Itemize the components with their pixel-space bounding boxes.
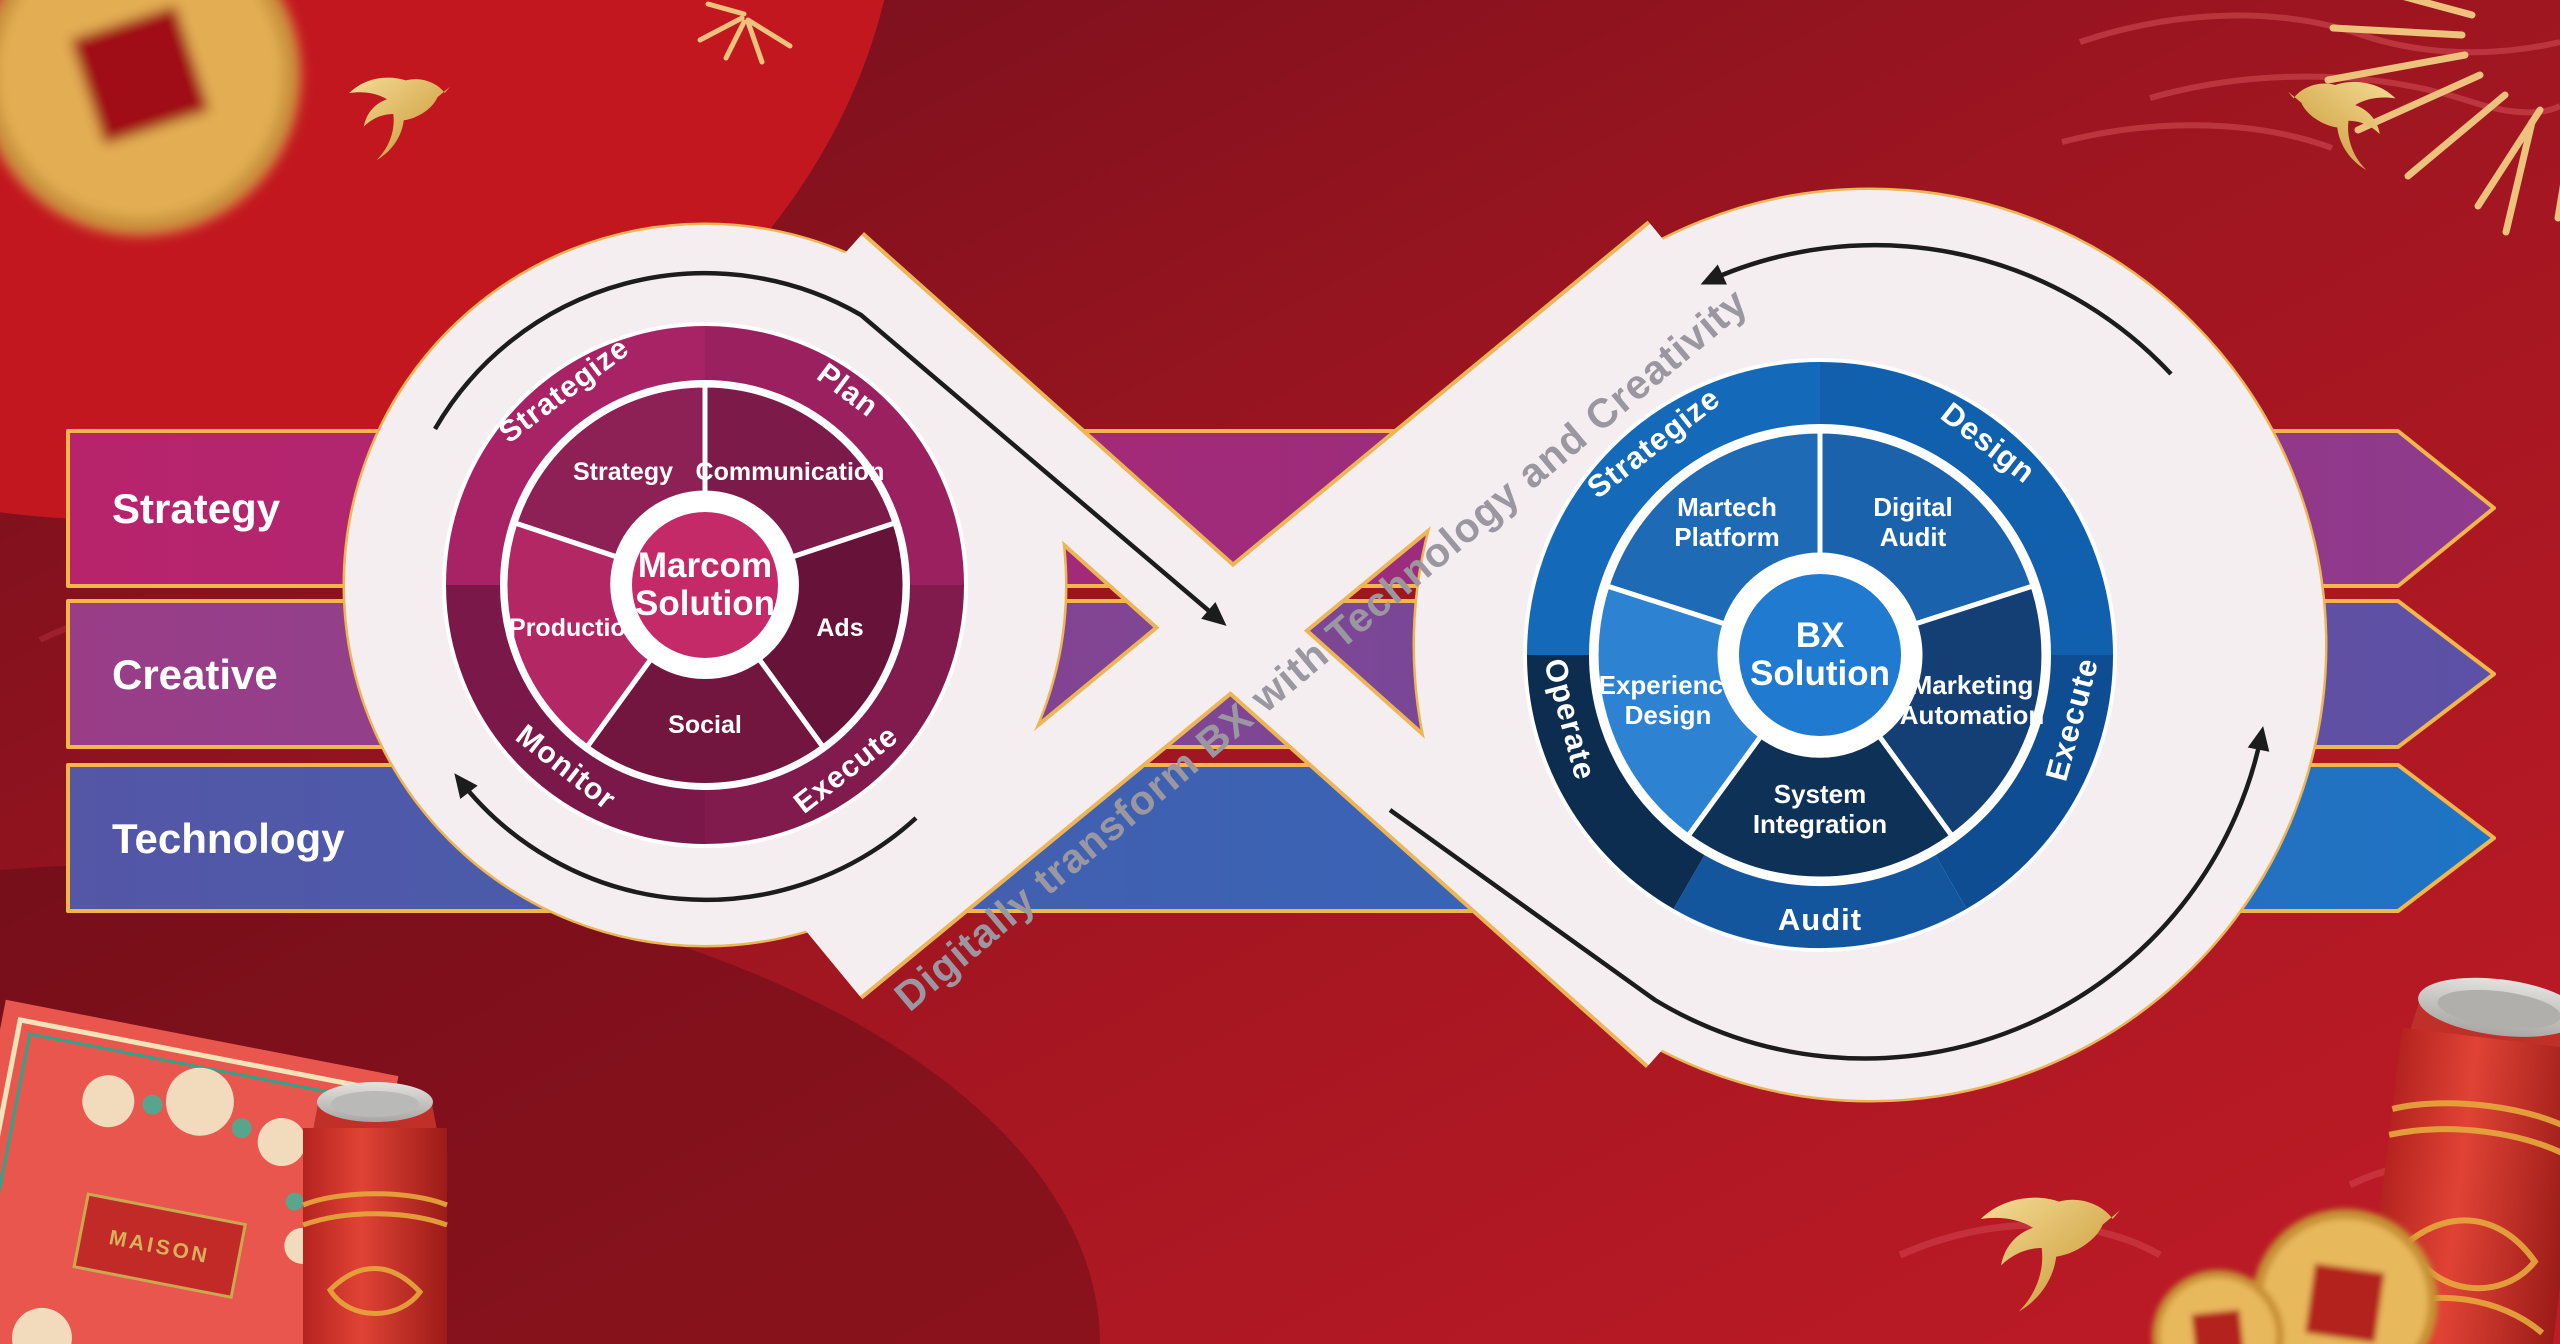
- marcom-segment-production: [502, 519, 655, 751]
- firework-burst-icon: [2324, 0, 2560, 236]
- flow-arrow-cross-down: [433, 271, 1227, 626]
- band-creative-label: Creative: [112, 651, 278, 698]
- bx-wheel: BX Solution Strategize Design Operate Ex…: [1523, 358, 2117, 952]
- bx-center-line2: Solution: [1750, 654, 1890, 693]
- marcom-outer-ring: [446, 326, 964, 844]
- marcom-segment-strategy: [511, 382, 708, 561]
- small-firework-icon: [697, 1, 793, 65]
- can-left-gold-pattern: [302, 1191, 448, 1316]
- flow-arrow-left-bottom: [454, 773, 918, 903]
- marcom-center-line2: Solution: [635, 584, 775, 623]
- flow-arrows: [433, 242, 2270, 1061]
- marcom-segment-social: [583, 655, 827, 789]
- red-can-right: [2362, 977, 2560, 1344]
- bx-segments: [1593, 428, 2047, 882]
- gift-box-plaque: [72, 1192, 248, 1300]
- bx-center-line1: BX: [1796, 616, 1845, 655]
- bx-segment-marketing-automation: [1875, 582, 2047, 840]
- marcom-label-strategy: Strategy: [573, 458, 673, 486]
- cloud-swirl-top-right: [2061, 12, 2560, 151]
- bx-center-circle: [1733, 568, 1907, 742]
- gift-box-clouds: [142, 1094, 304, 1211]
- flow-arrow-right-bottom: [1388, 726, 2270, 1061]
- marcom-center-line1: Marcom: [638, 546, 772, 585]
- marcom-segments: [502, 382, 908, 789]
- marcom-center-circle: [626, 506, 784, 664]
- bx-segment-experience-design: [1593, 582, 1765, 840]
- red-can-left: [302, 1082, 448, 1344]
- marcom-label-social: Social: [668, 711, 742, 739]
- marcom-label-communication: Communication: [696, 458, 885, 486]
- band-technology-label: Technology: [112, 815, 345, 862]
- marcom-label-ads: Ads: [816, 614, 863, 642]
- bx-ring-audit: Audit: [1778, 902, 1862, 937]
- gift-box: MAISON: [0, 999, 399, 1344]
- flow-arrow-right-top: [1700, 242, 2173, 376]
- bx-outer-ring: [1527, 362, 2113, 949]
- marcom-wheel: Marcom Solution Strategize Plan Monitor …: [442, 322, 968, 848]
- band-strategy-label: Strategy: [112, 485, 281, 532]
- gold-coins-bottom-right: [2152, 1209, 2438, 1344]
- gold-coin-icon: [0, 0, 300, 235]
- bx-segment-system-integration: [1684, 732, 1956, 882]
- bx-segment-digital-audit: [1817, 428, 2037, 628]
- marcom-segment-communication: [702, 382, 899, 561]
- marcom-label-production: Production: [509, 614, 641, 642]
- marcom-segment-ads: [755, 519, 908, 751]
- bx-segment-martech: [1603, 428, 1823, 628]
